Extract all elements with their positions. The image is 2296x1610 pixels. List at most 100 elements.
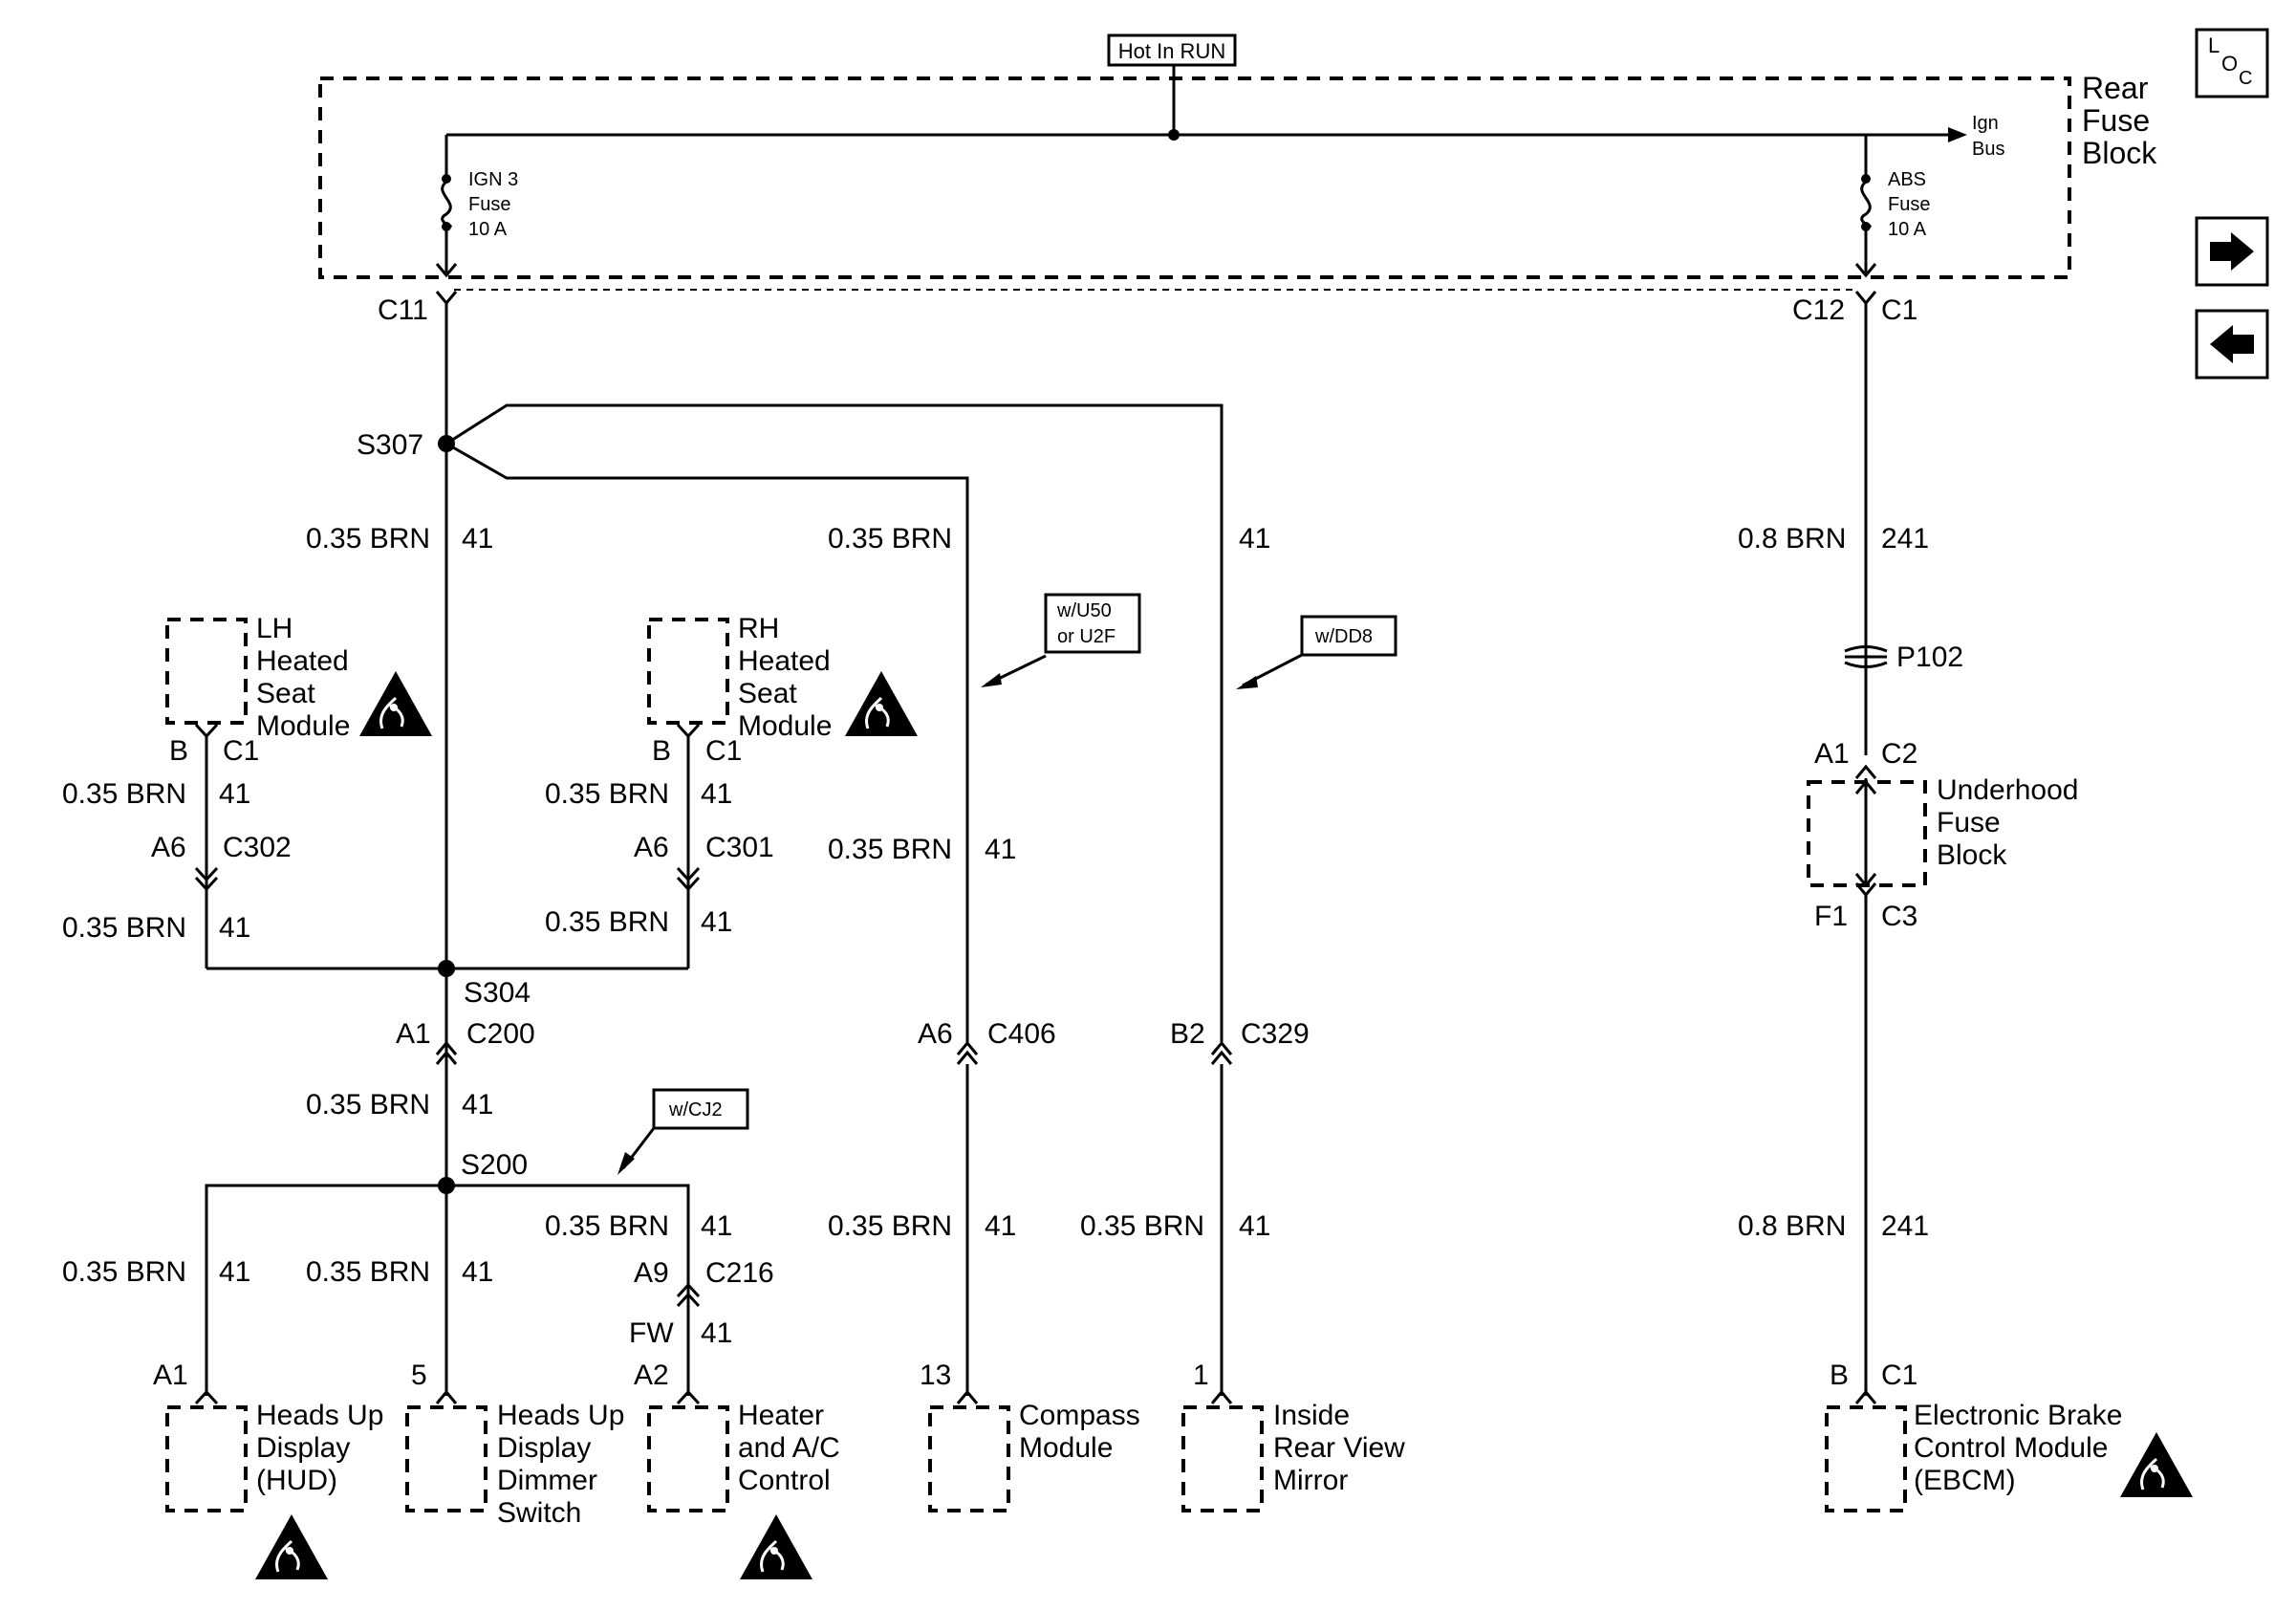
svg-text:F1: F1 (1814, 901, 1848, 932)
rh-heated-seat-module (647, 618, 729, 725)
p102-label: P102 (1896, 642, 1963, 673)
heads-up-display-module (165, 1405, 248, 1512)
svg-text:C1: C1 (705, 735, 742, 767)
abs-fuse (1860, 174, 1872, 231)
rear-fuse-block-outline (318, 76, 2071, 279)
svg-text:C: C (2239, 68, 2252, 89)
svg-text:B: B (652, 735, 671, 767)
svg-text:41: 41 (219, 778, 250, 810)
svg-text:O: O (2221, 52, 2238, 76)
svg-text:0.35 BRN: 0.35 BRN (306, 1256, 430, 1288)
svg-text:B2: B2 (1170, 1018, 1205, 1050)
svg-text:L: L (2208, 33, 2220, 57)
esd-warning-icon (738, 1512, 814, 1581)
svg-text:C302: C302 (223, 832, 292, 863)
svg-text:A1: A1 (153, 1360, 188, 1391)
svg-text:41: 41 (219, 912, 250, 944)
svg-text:0.35 BRN: 0.35 BRN (545, 906, 669, 938)
p102-connector (1844, 645, 1888, 668)
arrow-left-icon (2210, 325, 2254, 363)
circuit-label: 41 (462, 523, 493, 555)
esd-warning-icon (843, 669, 920, 738)
svg-text:C200: C200 (466, 1018, 535, 1050)
svg-text:5: 5 (411, 1360, 427, 1391)
arrow-right-icon (2210, 232, 2254, 271)
svg-text:0.8 BRN: 0.8 BRN (1738, 1210, 1846, 1242)
svg-text:13: 13 (920, 1360, 951, 1391)
heater-ac-control-label: Heater and A/C Control (738, 1400, 848, 1496)
svg-text:A1: A1 (396, 1018, 431, 1050)
s200-label: S200 (461, 1149, 528, 1181)
heater-ac-control (647, 1405, 729, 1512)
ebcm-module (1825, 1405, 1907, 1512)
option-u50-callout: w/U50 or U2F (981, 593, 1141, 687)
svg-text:41: 41 (985, 834, 1016, 865)
svg-text:0.35 BRN: 0.35 BRN (545, 1210, 669, 1242)
svg-text:241: 241 (1881, 523, 1929, 555)
svg-text:FW: FW (629, 1317, 674, 1349)
rear-fuse-block-label: Rear Fuse Block (2082, 71, 2158, 170)
s304-label: S304 (464, 977, 531, 1009)
c11-label: C11 (378, 294, 428, 326)
svg-text:0.8 BRN: 0.8 BRN (1738, 523, 1846, 555)
svg-text:B: B (1830, 1360, 1849, 1391)
svg-text:41: 41 (1239, 523, 1270, 555)
svg-text:C329: C329 (1241, 1018, 1310, 1050)
svg-text:Hot In RUN: Hot In RUN (1118, 39, 1225, 63)
ign3-fuse-label: IGN 3 Fuse 10 A (468, 169, 524, 240)
ign-bus-arrow (1948, 127, 1967, 142)
svg-text:C406: C406 (987, 1018, 1056, 1050)
location-button[interactable]: L O C (2195, 28, 2269, 98)
svg-text:41: 41 (462, 1089, 493, 1120)
svg-text:0.35 BRN: 0.35 BRN (62, 778, 186, 810)
svg-text:0.35 BRN: 0.35 BRN (306, 1089, 430, 1120)
next-page-button[interactable] (2195, 216, 2269, 287)
svg-text:41: 41 (219, 1256, 250, 1288)
ebcm-module-label: Electronic Brake Control Module (EBCM) (1914, 1400, 2131, 1496)
svg-text:C1: C1 (223, 735, 259, 767)
svg-text:41: 41 (985, 1210, 1016, 1242)
svg-text:C1: C1 (1881, 1360, 1917, 1391)
svg-text:41: 41 (701, 778, 732, 810)
svg-text:A6: A6 (151, 832, 186, 863)
svg-text:w/CJ2: w/CJ2 (668, 1099, 723, 1120)
svg-text:41: 41 (462, 1256, 493, 1288)
svg-text:A2: A2 (634, 1360, 669, 1391)
lh-heated-seat-module-label: LH Heated Seat Module (256, 613, 357, 742)
svg-text:41: 41 (701, 906, 732, 938)
svg-text:0.35 BRN: 0.35 BRN (62, 1256, 186, 1288)
option-cj2-callout: w/CJ2 (617, 1088, 749, 1175)
svg-text:w/DD8: w/DD8 (1314, 626, 1373, 647)
c1-top-label: C1 (1881, 294, 1917, 326)
svg-text:C3: C3 (1881, 901, 1917, 932)
underhood-fuse-block-label: Underhood Fuse Block (1937, 774, 2087, 871)
svg-text:A9: A9 (634, 1257, 669, 1289)
wire-label: 0.35 BRN (306, 523, 430, 555)
rh-heated-seat-module-label: RH Heated Seat Module (738, 613, 838, 742)
hud-dimmer-switch (405, 1405, 487, 1512)
svg-text:C301: C301 (705, 832, 774, 863)
hot-in-run-label: Hot In RUN (1107, 33, 1237, 67)
svg-text:C2: C2 (1881, 738, 1917, 770)
hud-dimmer-switch-label: Heads Up Display Dimmer Switch (497, 1400, 633, 1529)
c12-label: C12 (1792, 294, 1845, 326)
svg-text:41: 41 (701, 1210, 732, 1242)
svg-text:A1: A1 (1814, 738, 1850, 770)
inside-rear-view-mirror (1181, 1405, 1264, 1512)
svg-text:0.35 BRN: 0.35 BRN (828, 523, 952, 555)
svg-text:B: B (169, 735, 188, 767)
inside-rear-view-mirror-label: Inside Rear View Mirror (1273, 1400, 1413, 1496)
ign3-fuse (441, 174, 452, 231)
s307-label: S307 (357, 429, 423, 461)
heads-up-display-label: Heads Up Display (HUD) (256, 1400, 392, 1496)
compass-module-label: Compass Module (1019, 1400, 1148, 1464)
compass-module (928, 1405, 1010, 1512)
abs-fuse-label: ABS Fuse 10 A (1888, 169, 1936, 240)
svg-text:0.35 BRN: 0.35 BRN (828, 1210, 952, 1242)
svg-text:241: 241 (1881, 1210, 1929, 1242)
lh-heated-seat-module (165, 618, 248, 725)
svg-text:0.35 BRN: 0.35 BRN (828, 834, 952, 865)
previous-page-button[interactable] (2195, 309, 2269, 380)
esd-warning-icon (357, 669, 434, 738)
